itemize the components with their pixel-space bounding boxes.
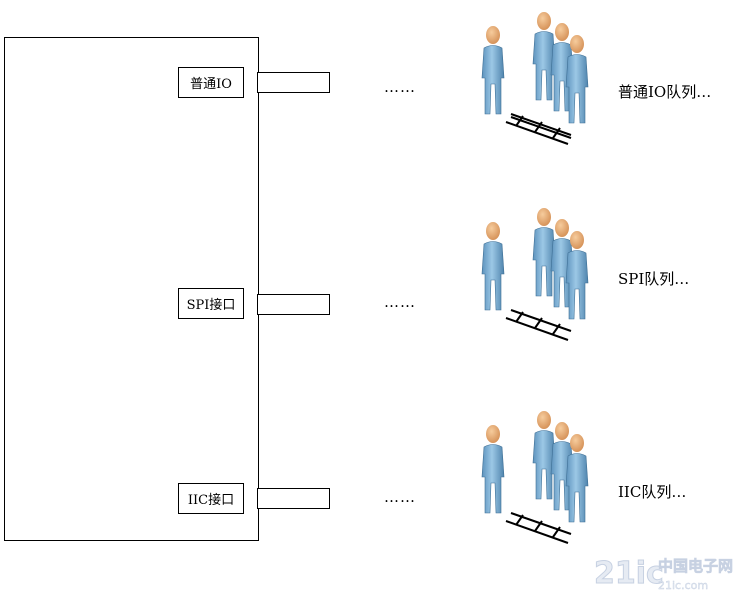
svg-text:21ic: 21ic bbox=[594, 556, 664, 591]
svg-text:中国电子网: 中国电子网 bbox=[658, 557, 733, 575]
ellipsis-gpio: …… bbox=[384, 78, 416, 96]
ellipsis-iic: …… bbox=[384, 488, 416, 506]
port-label-iic: IIC接口 bbox=[178, 483, 244, 514]
queue-label-iic: IIC队列… bbox=[618, 483, 687, 501]
queue-label-gpio: 普通IO队列… bbox=[618, 83, 712, 101]
people-queue-icon bbox=[481, 11, 589, 145]
queue-label-spi: SPI队列… bbox=[618, 270, 690, 288]
port-label-spi: SPI接口 bbox=[178, 288, 244, 319]
port-connector-spi bbox=[257, 294, 330, 315]
port-connector-gpio bbox=[257, 72, 330, 93]
svg-text:21ic.com: 21ic.com bbox=[658, 579, 708, 592]
people-queue-icon bbox=[481, 207, 589, 341]
watermark-logo: 21ic 中国电子网 21ic.com bbox=[594, 556, 734, 593]
port-connector-iic bbox=[257, 488, 330, 509]
port-label-gpio: 普通IO bbox=[178, 67, 244, 98]
ellipsis-spi: …… bbox=[384, 293, 416, 311]
people-queue-icon bbox=[481, 410, 589, 544]
